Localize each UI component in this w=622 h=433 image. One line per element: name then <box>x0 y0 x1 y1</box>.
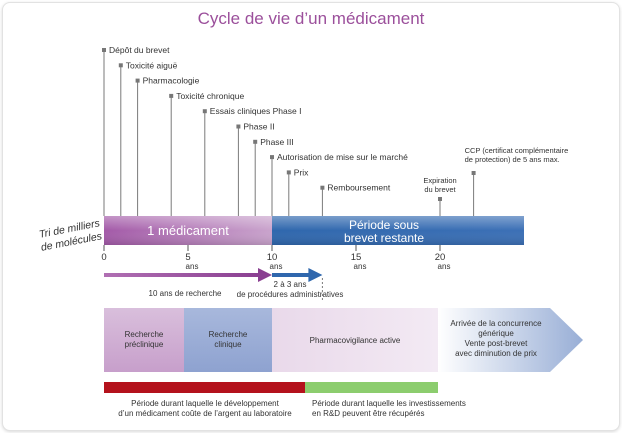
phase-generic-line1: Arrivée de la concurrence <box>450 319 542 328</box>
axis-unit-label: ans <box>438 262 451 271</box>
phase-generic-line3: Vente post-brevet <box>465 339 528 348</box>
milestone-label: Phase III <box>260 137 294 147</box>
admin-arrow-shaft <box>272 273 311 277</box>
milestone-marker <box>270 155 274 160</box>
milestone-label: Autorisation de mise sur le marché <box>277 152 408 162</box>
milestone-label: Prix <box>294 167 309 177</box>
phase-pharmacovigilance-label: Pharmacovigilance active <box>310 336 401 345</box>
phase-clinical-line1: Recherche <box>209 330 248 339</box>
axis-tick-label: 5 <box>185 252 190 263</box>
bar-left-label: 1 médicament <box>147 223 229 238</box>
diagram-title: Cycle de vie d’un médicament <box>197 9 425 28</box>
phase-generic-line4: avec diminution de prix <box>455 349 537 358</box>
phase-pharmacovigilance-box <box>272 308 438 372</box>
milestone-label: Toxicité aiguë <box>126 60 178 70</box>
duration-arrows <box>104 268 323 300</box>
research-arrow-shaft <box>104 273 260 277</box>
cost-red-bar <box>104 382 305 393</box>
milestone-marker <box>118 63 123 68</box>
milestone-label: Essais cliniques Phase I <box>210 106 302 116</box>
milestone-marker <box>202 109 207 114</box>
phase-clinical-box <box>184 308 272 372</box>
expiration-label-line2: du brevet <box>424 185 456 194</box>
milestone-label: Pharmacologie <box>143 76 200 86</box>
bar-right-label-line2: brevet restante <box>344 231 424 245</box>
cost-red-label-line1: Période durant laquelle le développement <box>131 399 279 408</box>
admin-arrow-label-line2: de procédures administratives <box>237 290 344 299</box>
milestone-marker <box>320 185 325 190</box>
phase-clinical-line2: clinique <box>214 340 242 349</box>
milestone-label: Phase II <box>243 122 274 132</box>
milestone-marker <box>169 93 174 98</box>
expiration-label-line1: Expiration <box>423 176 456 185</box>
milestone-label: Remboursement <box>327 183 390 193</box>
ccp-label-line1: CCP (certificat complémentaire <box>465 146 569 155</box>
phase-preclinical-box <box>104 308 184 372</box>
milestone-label: Dépôt du brevet <box>109 45 170 55</box>
admin-arrow-label-line1: 2 à 3 ans <box>274 280 307 289</box>
milestone-marker <box>286 170 291 175</box>
phase-generic-arrow <box>438 308 583 372</box>
milestone-label: Toxicité chronique <box>176 91 244 101</box>
phase-generic-line2: générique <box>478 329 514 338</box>
axis-tick-label: 10 <box>267 252 278 263</box>
admin-arrow-head <box>308 268 323 282</box>
cost-green-label-line2: en R&D peuvent être récupérés <box>312 409 425 418</box>
cost-red-label-line2: d’un médicament coûte de l’argent au lab… <box>118 409 292 418</box>
bar-right-label-line1: Période sous <box>349 218 419 232</box>
phase-preclinical-line1: Recherche <box>125 330 164 339</box>
research-arrow-label: 10 ans de recherche <box>149 289 222 298</box>
research-arrow-head <box>258 268 272 282</box>
axis-tick-label: 20 <box>435 252 446 263</box>
axis-tick-label: 0 <box>101 252 106 263</box>
milestone-marker <box>253 139 258 144</box>
cost-green-bar <box>305 382 438 393</box>
axis-unit-label: ans <box>186 262 199 271</box>
axis-unit-label: ans <box>270 262 283 271</box>
phase-preclinical-line2: préclinique <box>125 340 164 349</box>
milestone-marker <box>135 78 140 83</box>
milestone-marker <box>236 124 241 129</box>
ccp-label-line2: de protection) de 5 ans max. <box>465 155 560 164</box>
milestone-marker <box>102 48 106 52</box>
bar-shine <box>104 216 524 245</box>
axis-unit-label: ans <box>354 262 367 271</box>
cost-green-label-line1: Période durant laquelle les investisseme… <box>312 399 466 408</box>
axis-tick-label: 15 <box>351 252 362 263</box>
expiration-marker <box>438 197 442 201</box>
ccp-marker <box>471 171 476 175</box>
